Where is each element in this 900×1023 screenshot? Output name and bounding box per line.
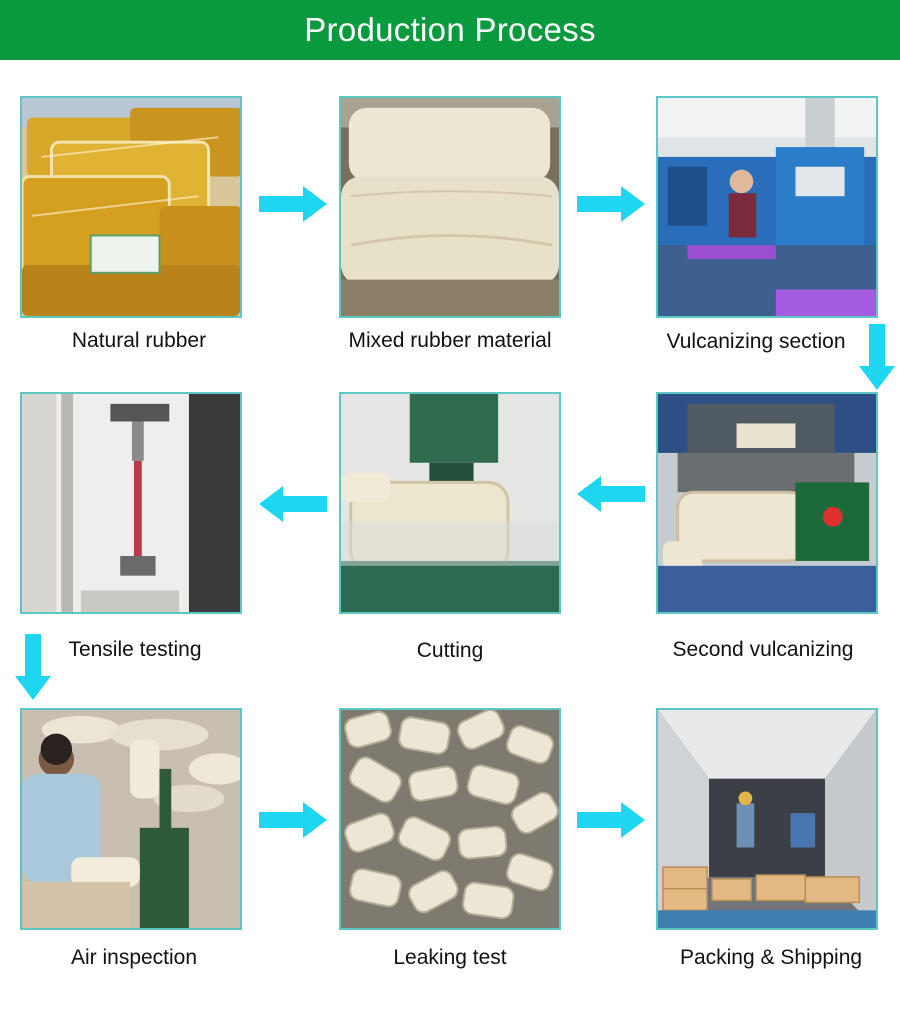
arrow-down-icon [15, 634, 51, 700]
step-label-second-vulcanizing: Second vulcanizing [672, 638, 854, 661]
arrow-right-icon [577, 186, 645, 222]
step-label-packing-shipping: Packing & Shipping [679, 946, 863, 969]
arrow-right-icon [259, 802, 327, 838]
step-label-cutting: Cutting [416, 639, 484, 662]
step-label-natural-rubber: Natural rubber [71, 329, 207, 352]
step-label-vulcanizing-section: Vulcanizing section [666, 330, 846, 353]
arrow-right-icon [259, 186, 327, 222]
leaking-test-photo [339, 708, 561, 930]
step-label-tensile-testing: Tensile testing [68, 638, 202, 661]
step-label-mixed-rubber: Mixed rubber material [348, 329, 552, 352]
arrow-down-icon [859, 324, 895, 390]
vulcanizing-section-photo [656, 96, 878, 318]
arrow-left-icon [577, 476, 645, 512]
arrow-left-icon [259, 486, 327, 522]
tensile-testing-photo [20, 392, 242, 614]
packing-shipping-photo [656, 708, 878, 930]
air-inspection-photo [20, 708, 242, 930]
step-label-leaking-test: Leaking test [393, 946, 507, 969]
arrow-right-icon [577, 802, 645, 838]
page-title: Production Process [0, 0, 900, 60]
second-vulcanizing-photo [656, 392, 878, 614]
step-label-air-inspection: Air inspection [70, 946, 198, 969]
cutting-photo [339, 392, 561, 614]
mixed-rubber-photo [339, 96, 561, 318]
natural-rubber-photo [20, 96, 242, 318]
